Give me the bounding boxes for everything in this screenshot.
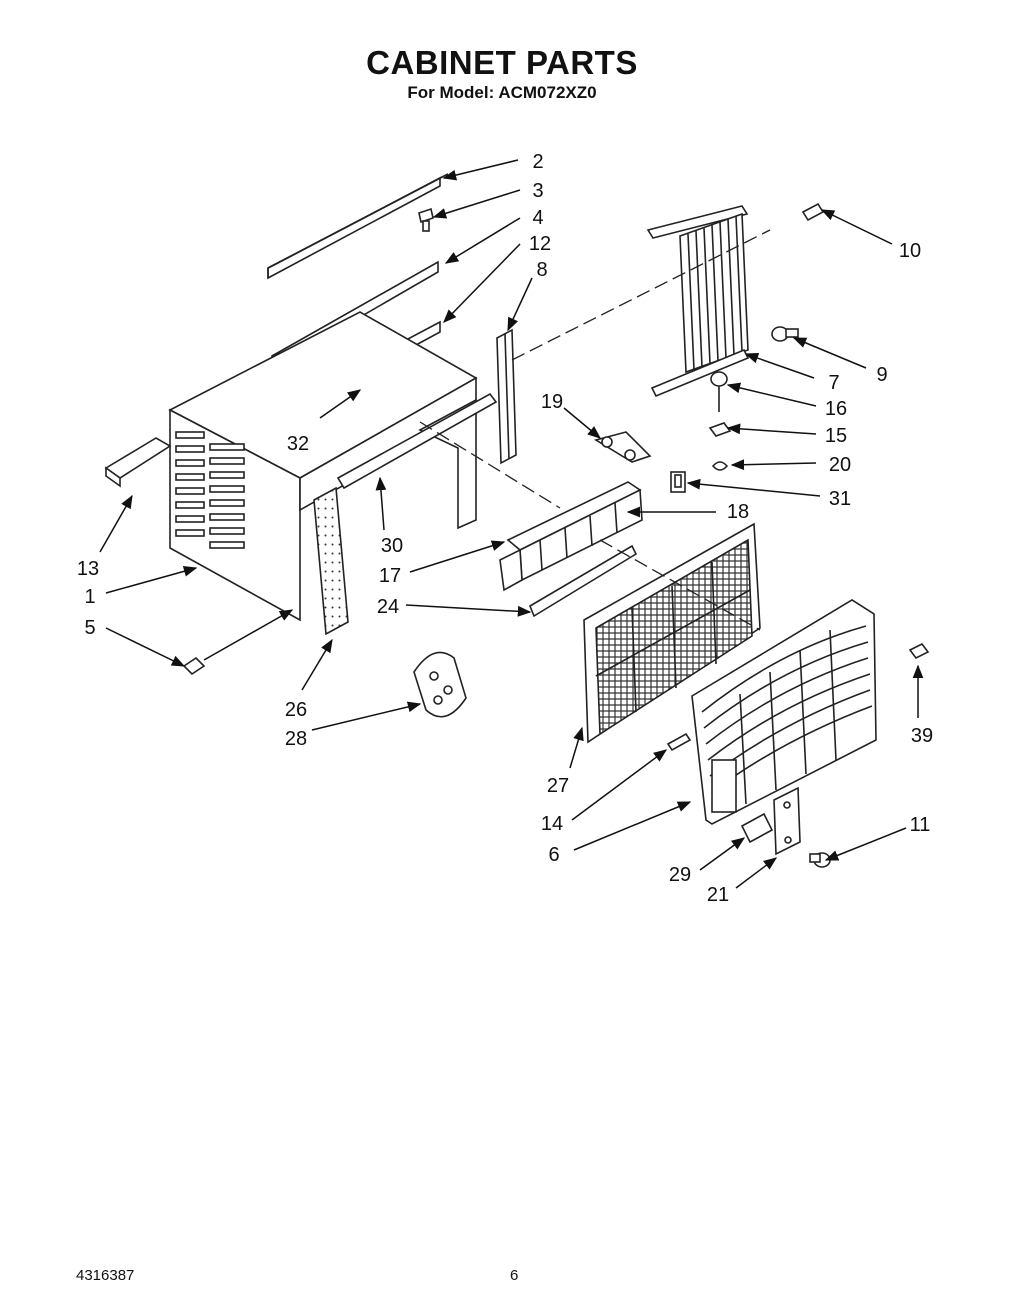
callout-32: 32 [287, 433, 309, 455]
callout-14: 14 [541, 813, 563, 835]
part-10-screw [801, 202, 825, 222]
part-7-side-curtain [646, 205, 750, 398]
callout-15: 15 [825, 425, 847, 447]
callout-1: 1 [84, 586, 95, 608]
part-13-side-rail [104, 437, 172, 488]
callout-4: 4 [532, 207, 543, 229]
part-21-bracket [773, 786, 801, 856]
part-14-pad [666, 732, 692, 752]
part-16-screw [710, 371, 728, 412]
callout-19: 19 [541, 391, 563, 413]
callout-12: 12 [529, 233, 551, 255]
part-18-17-support-frame [499, 481, 643, 592]
part-26-gasket [313, 486, 349, 636]
page-number: 6 [510, 1267, 519, 1284]
part-28-mount-bracket [413, 651, 467, 718]
callout-17: 17 [379, 565, 401, 587]
part-15-clip [708, 422, 732, 437]
part-9-screw [771, 326, 799, 342]
part-8-bracket [496, 328, 517, 465]
callout-2: 2 [532, 151, 543, 173]
document-number: 4316387 [76, 1267, 135, 1284]
part-27-air-filter [583, 522, 761, 744]
callout-20: 20 [829, 454, 851, 476]
part-6-front-grille [691, 599, 877, 825]
callout-31: 31 [829, 488, 851, 510]
part-29-latch [740, 812, 774, 844]
part-39-screw [908, 642, 930, 660]
part-31-bracket [670, 471, 686, 493]
part-30-rail [336, 392, 498, 490]
callout-8: 8 [536, 259, 547, 281]
callout-5: 5 [84, 617, 95, 639]
part-20-clip [711, 461, 729, 471]
callout-28: 28 [285, 728, 307, 750]
callout-26: 26 [285, 699, 307, 721]
part-5-screw [182, 656, 206, 676]
callout-10: 10 [899, 240, 921, 262]
callout-6: 6 [548, 844, 559, 866]
callout-18: 18 [727, 501, 749, 523]
callout-13: 13 [77, 558, 99, 580]
alignment-lines [419, 229, 771, 631]
leader-lines [99, 159, 924, 889]
callout-16: 16 [825, 398, 847, 420]
model-subtitle: For Model: ACM072XZ0 [407, 83, 597, 102]
page-title: CABINET PARTS [366, 44, 638, 81]
part-3-screw [418, 207, 434, 232]
callout-30: 30 [381, 535, 403, 557]
callout-39: 39 [911, 725, 933, 747]
part-2-top-rail [267, 173, 449, 280]
callout-27: 27 [547, 775, 569, 797]
callout-7: 7 [828, 372, 839, 394]
callout-9: 9 [876, 364, 887, 386]
callout-24: 24 [377, 596, 399, 618]
callout-11: 11 [910, 814, 931, 836]
part-19-bracket [593, 431, 652, 463]
callout-21: 21 [707, 884, 729, 906]
part-24-rail [529, 544, 638, 618]
callout-29: 29 [669, 864, 691, 886]
callout-3: 3 [532, 180, 543, 202]
